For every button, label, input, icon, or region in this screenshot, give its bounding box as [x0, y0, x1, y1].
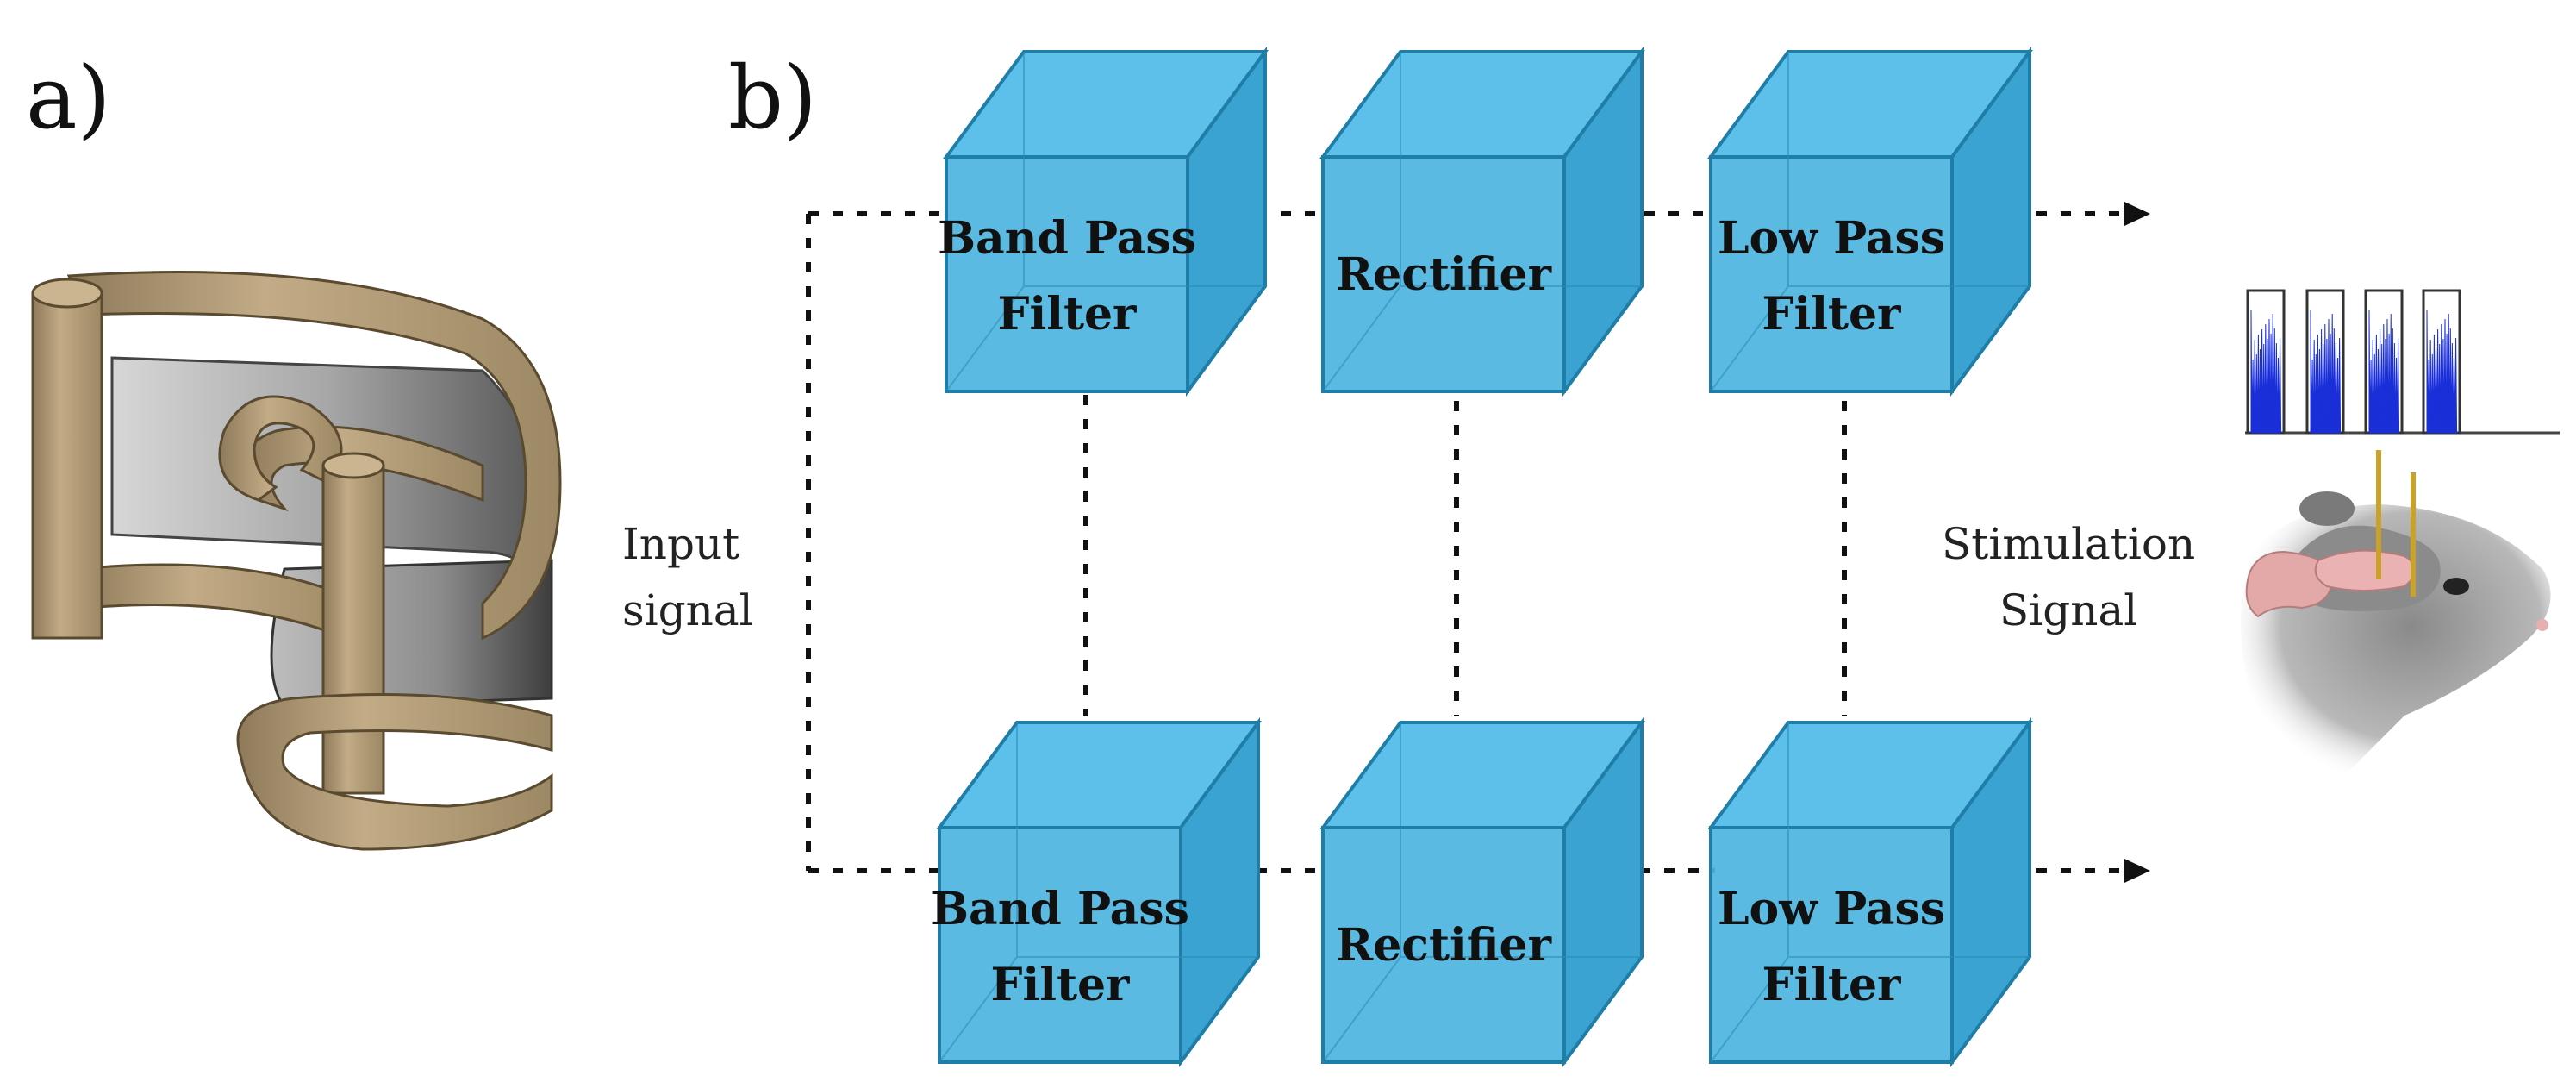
- block-bottom-1-label-1: Band Pass: [931, 883, 1189, 935]
- panel-a-label: a): [26, 47, 111, 148]
- pulse-burst-3: [2368, 310, 2400, 434]
- signal-paths: [806, 211, 2124, 873]
- top-output-arrowhead: [2124, 202, 2150, 226]
- block-bottom-2: Rectifier: [1319, 716, 1645, 1068]
- mouse-head-implant-icon: [2241, 450, 2551, 776]
- block-top-3-label-1: Low Pass: [1718, 212, 1945, 265]
- input-signal-label-line1: Input: [622, 519, 739, 569]
- block-top-1-label-2: Filter: [998, 288, 1138, 341]
- block-bottom-2-label-1: Rectifier: [1336, 919, 1552, 972]
- block-top-2-label-1: Rectifier: [1336, 248, 1552, 301]
- stimulation-waveform-icon: [2245, 289, 2560, 435]
- resonator-device-icon: [31, 271, 562, 851]
- input-signal-label-line2: signal: [622, 585, 753, 635]
- stimulation-signal-label-line2: Signal: [1999, 585, 2137, 635]
- pulse-burst-2: [2310, 310, 2342, 434]
- block-top-3-label-2: Filter: [1762, 288, 1902, 341]
- block-bottom-3-label-1: Low Pass: [1718, 883, 1945, 935]
- pulse-burst-1: [2250, 310, 2282, 434]
- block-bottom-3-label-2: Filter: [1762, 959, 1902, 1011]
- bottom-output-arrowhead: [2124, 859, 2150, 883]
- block-top-1-label-1: Band Pass: [938, 212, 1196, 265]
- stimulation-signal-label-line1: Stimulation: [1942, 519, 2195, 569]
- pulse-burst-4: [2426, 310, 2458, 434]
- block-bottom-1-label-2: Filter: [991, 959, 1131, 1011]
- panel-b-label: b): [728, 47, 817, 148]
- block-top-2: Rectifier: [1319, 46, 1645, 397]
